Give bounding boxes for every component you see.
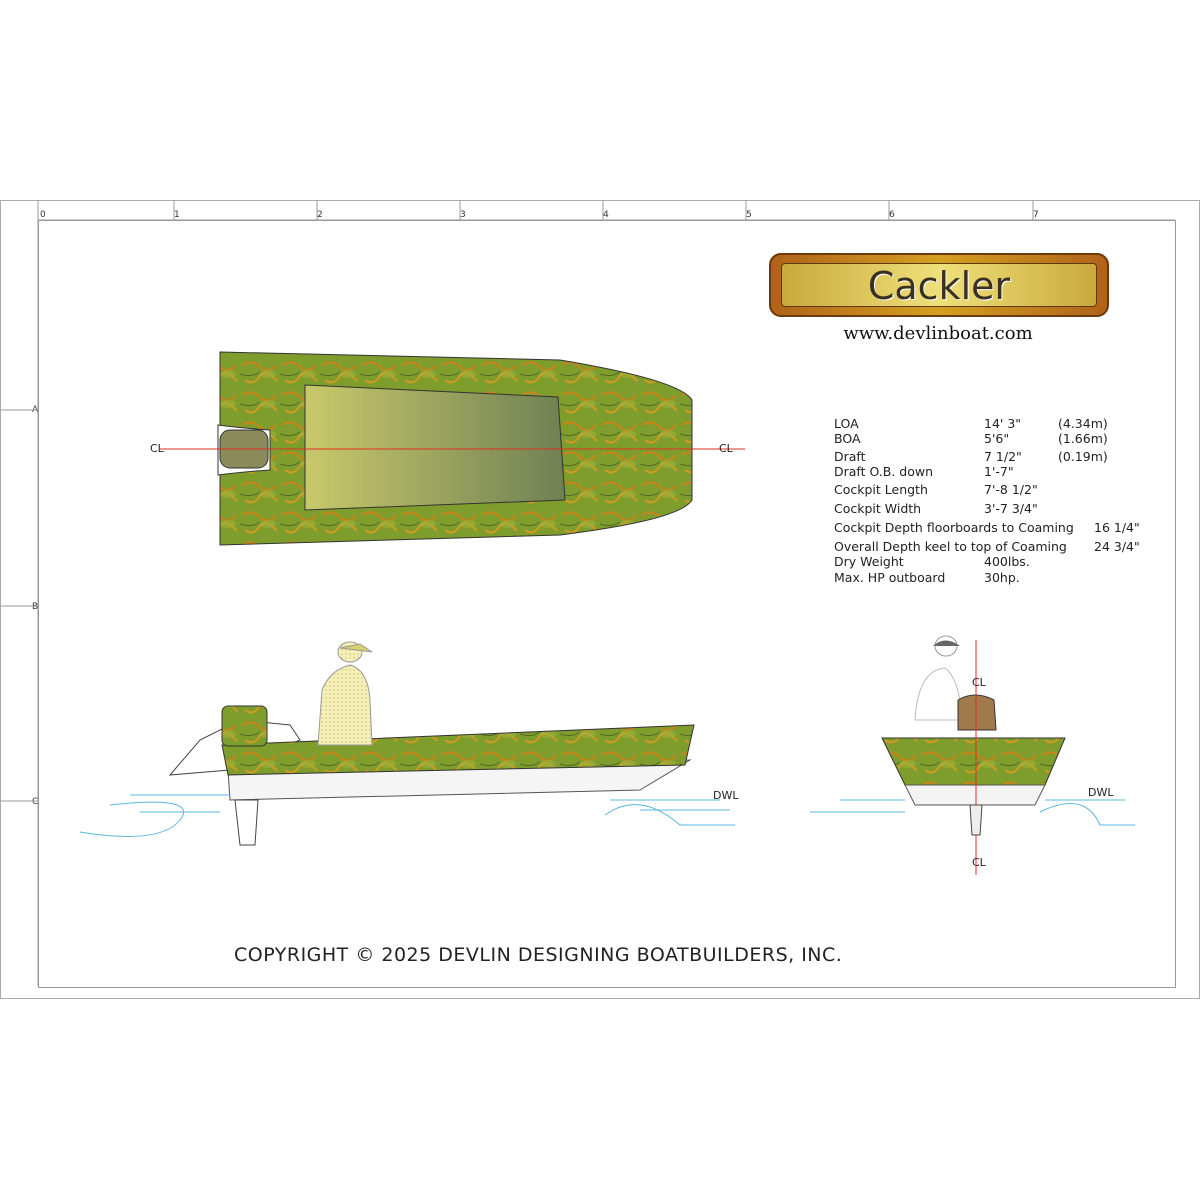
- centerline-label: CL: [719, 442, 733, 455]
- spec-label: BOA: [834, 431, 861, 446]
- copyright-notice: COPYRIGHT © 2025 DEVLIN DESIGNING BOATBU…: [234, 944, 843, 966]
- ruler-label: 1: [174, 210, 180, 220]
- centerline-label: CL: [150, 442, 164, 455]
- spec-label: Cockpit Depth floorboards to Coaming: [834, 520, 1074, 535]
- ruler-label: 0: [40, 210, 46, 220]
- spec-value: 24 3/4": [1094, 539, 1140, 554]
- spec-value: 3'-7 3/4": [984, 501, 1038, 516]
- spec-label: Overall Depth keel to top of Coaming: [834, 539, 1067, 554]
- spec-value: 7'-8 1/2": [984, 482, 1038, 497]
- ruler-label: 5: [746, 210, 752, 220]
- spec-value: 1'-7": [984, 464, 1014, 479]
- spec-value: 5'6": [984, 431, 1010, 446]
- spec-value: 30hp.: [984, 570, 1020, 585]
- spec-metric: (1.66m): [1058, 431, 1108, 446]
- spec-value: 400lbs.: [984, 554, 1030, 569]
- spec-value: 7 1/2": [984, 449, 1022, 464]
- centerline-label: CL: [972, 676, 986, 689]
- ruler-ticks: [0, 200, 1175, 986]
- ruler-label: 6: [889, 210, 895, 220]
- spec-label: Cockpit Width: [834, 501, 922, 516]
- spec-metric: (0.19m): [1058, 449, 1108, 464]
- waterline-label: DWL: [713, 789, 739, 802]
- title-plaque: Cackler: [769, 253, 1109, 317]
- ruler-label: 7: [1033, 210, 1039, 220]
- ruler-label: 3: [460, 210, 466, 220]
- section-view: [810, 635, 1135, 875]
- boat-title: Cackler: [781, 263, 1097, 308]
- spec-value: 14' 3": [984, 416, 1022, 431]
- spec-label: Draft O.B. down: [834, 464, 934, 479]
- plan-view: [160, 351, 745, 546]
- waterline-label: DWL: [1088, 786, 1114, 799]
- spec-label: Dry Weight: [834, 554, 904, 569]
- spec-label: LOA: [834, 416, 859, 431]
- spec-label: Max. HP outboard: [834, 570, 946, 585]
- spec-label: Cockpit Length: [834, 482, 928, 497]
- centerline-label: CL: [972, 856, 986, 869]
- profile-view: [79, 641, 735, 846]
- website-link[interactable]: www.devlinboat.com: [843, 323, 1033, 344]
- ruler-label: 2: [317, 210, 323, 220]
- ruler-label: 4: [603, 210, 609, 220]
- spec-value: 16 1/4": [1094, 520, 1140, 535]
- spec-label: Draft: [834, 449, 866, 464]
- spec-metric: (4.34m): [1058, 416, 1108, 431]
- ruler-label: C: [32, 797, 39, 807]
- ruler-label: B: [32, 602, 39, 612]
